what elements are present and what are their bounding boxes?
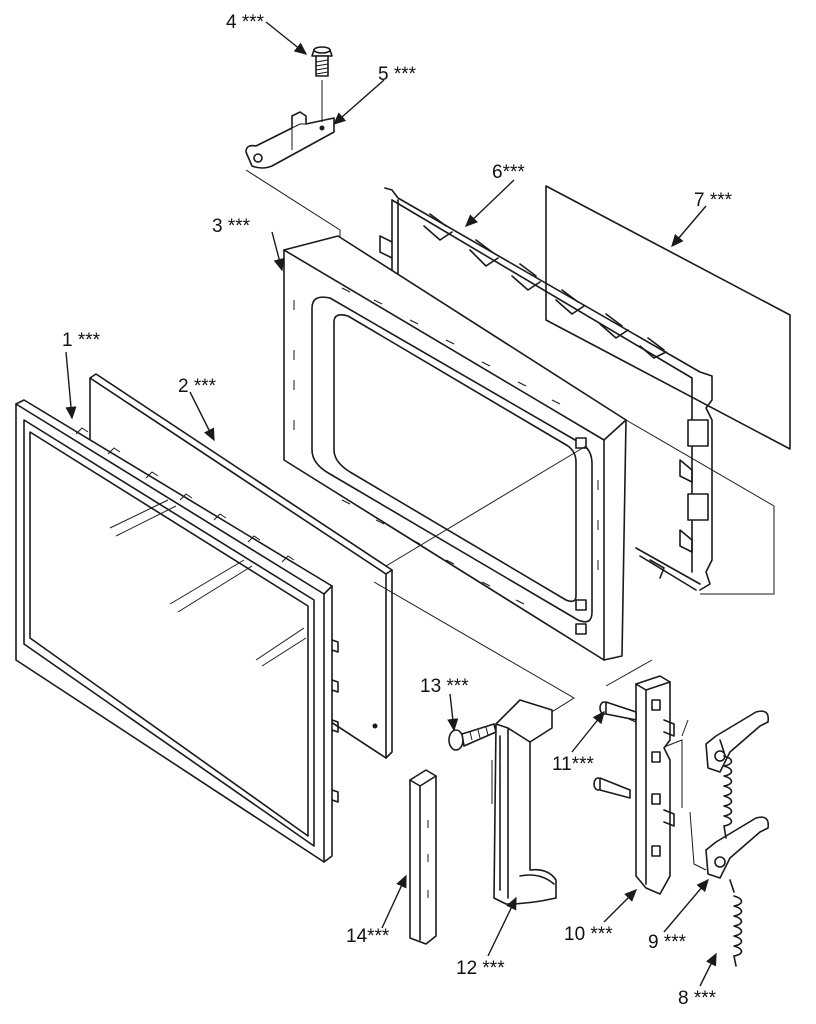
callout-12: 12 *** [456, 958, 505, 979]
callout-6: 6*** [492, 162, 525, 183]
part-1-outer-door [15, 399, 339, 863]
callout-3: 3 *** [212, 216, 251, 237]
part-10-latch-plate [635, 675, 675, 895]
part-5-bracket [245, 111, 335, 169]
part-9-latch-hooks [705, 710, 770, 879]
callout-13: 13 *** [420, 676, 469, 697]
callout-7: 7 *** [694, 190, 733, 211]
callout-4: 4 *** [226, 12, 265, 33]
callout-labels: 4 *** 5 *** 6*** 7 *** 3 *** 1 *** 2 ***… [62, 12, 733, 1009]
part-8-springs [719, 739, 743, 967]
part-12-handle [493, 699, 557, 905]
callout-8: 8 *** [678, 988, 717, 1009]
callout-1: 1 *** [62, 330, 101, 351]
callout-5: 5 *** [378, 64, 417, 85]
callout-arrows [65, 21, 717, 987]
part-4-screw [311, 46, 333, 77]
callout-9: 9 *** [648, 932, 687, 953]
part-3-door-frame [283, 235, 627, 661]
callout-11: 11*** [552, 754, 595, 775]
callout-14: 14*** [346, 926, 390, 947]
callout-2: 2 *** [178, 376, 217, 397]
part-7-panel [545, 185, 791, 450]
part-13-screw [448, 723, 497, 751]
part-14-strip [409, 769, 437, 945]
part-11-pins [593, 701, 637, 799]
part-6-choke-frame [379, 187, 713, 591]
callout-10: 10 *** [564, 924, 613, 945]
